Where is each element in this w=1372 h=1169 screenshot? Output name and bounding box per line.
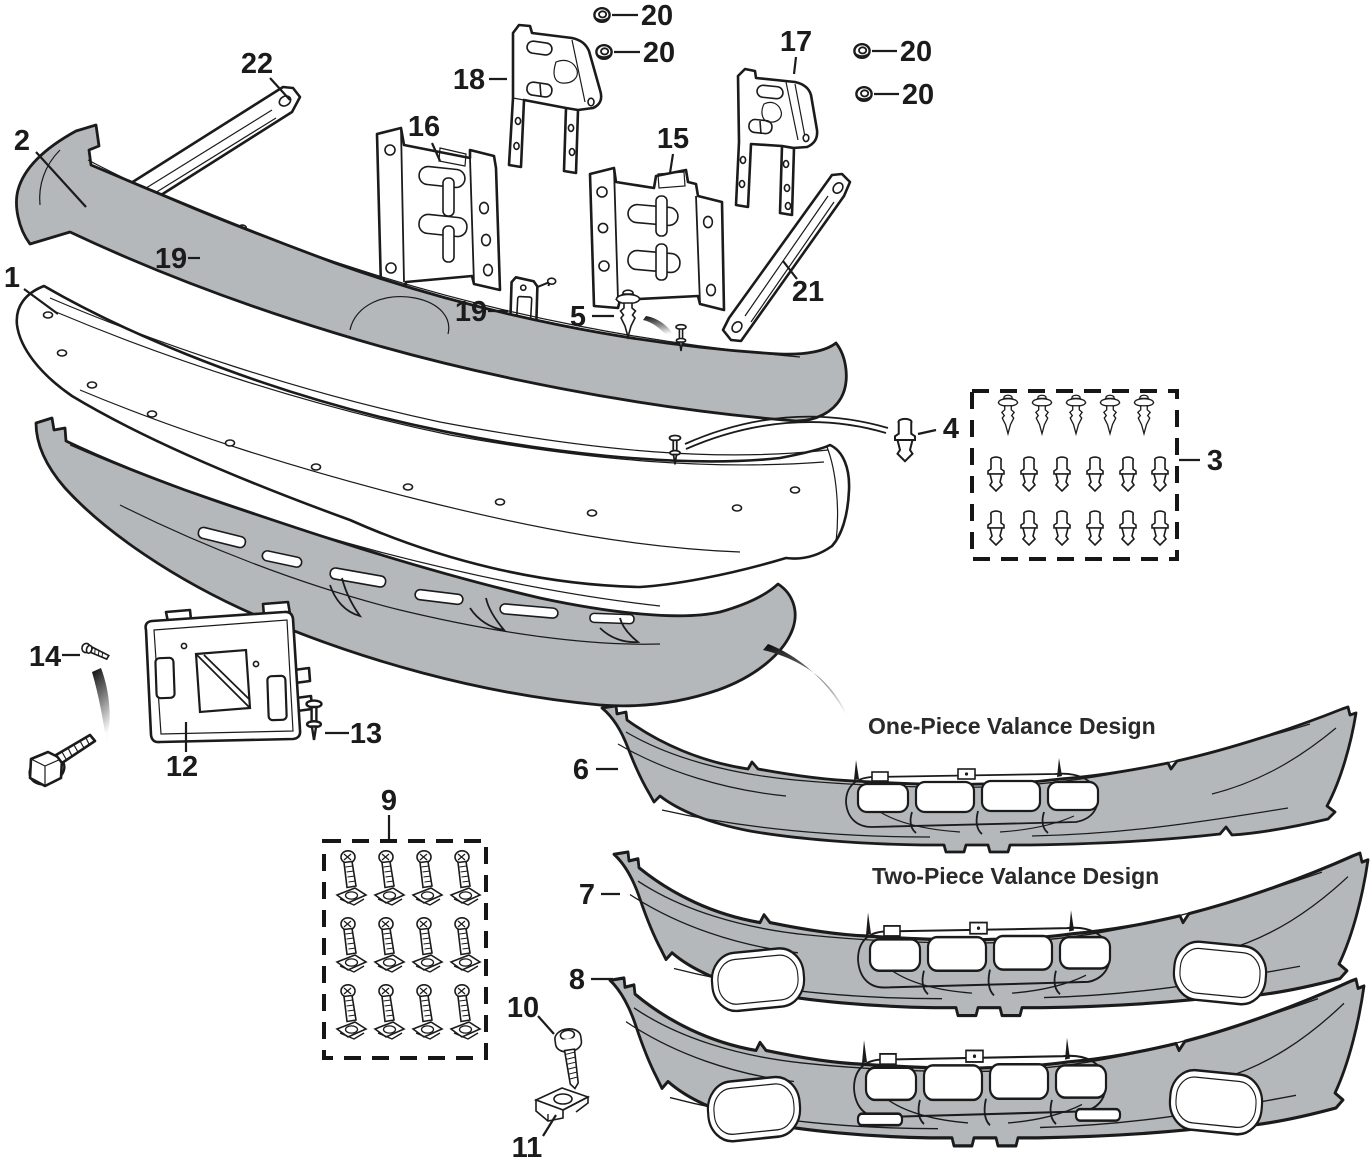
arrow-5 (643, 316, 673, 337)
callout-8: 8 (569, 964, 585, 996)
callout-4: 4 (943, 413, 959, 445)
callout-16: 16 (408, 111, 440, 143)
callout-17: 17 (780, 26, 812, 58)
callout-20-a: 20 (641, 0, 673, 32)
sweep-line-4 (684, 415, 889, 450)
bumper-face-bar-1 (15, 284, 851, 589)
callout-6: 6 (573, 754, 589, 786)
callout-7: 7 (579, 879, 595, 911)
flange-nut-20-a (593, 6, 611, 23)
u-clip-nut-11 (535, 1087, 589, 1122)
callout-22: 22 (241, 48, 273, 80)
callout-1: 1 (4, 262, 20, 294)
screw-14 (81, 642, 110, 661)
push-rivet-4 (894, 417, 916, 463)
bracket-17 (734, 67, 819, 217)
push-pin-5 (615, 289, 641, 338)
two-piece-valance-label: Two-Piece Valance Design (872, 863, 1159, 889)
one-piece-valance-label: One-Piece Valance Design (868, 713, 1156, 739)
callout-19-b: 19 (455, 296, 487, 328)
callout-14: 14 (29, 641, 61, 673)
callout-2: 2 (14, 125, 30, 157)
fastener-kit-3 (970, 389, 1179, 561)
callout-5: 5 (570, 301, 586, 333)
callout-3: 3 (1207, 445, 1223, 477)
leader-lines (23, 13, 1200, 1137)
arrow-one-piece (763, 644, 852, 728)
flange-nut-20-d (855, 85, 873, 103)
callout-20-b: 20 (643, 37, 675, 69)
bolt-clip-kit-9 (322, 839, 488, 1060)
callout-15: 15 (657, 123, 689, 155)
brace-right-21 (721, 172, 852, 343)
callout-19-a: 19 (155, 243, 187, 275)
bolt-14-large (28, 733, 97, 788)
callout-9: 9 (381, 785, 397, 817)
bracket-18 (507, 23, 603, 175)
bolt-10 (552, 1026, 589, 1092)
flange-nut-20-c (853, 43, 871, 59)
callout-21: 21 (792, 276, 824, 308)
attached-valance (34, 416, 797, 708)
two-piece-valance-8 (608, 976, 1366, 1148)
callout-12: 12 (166, 751, 198, 783)
callout-20-c: 20 (900, 36, 932, 68)
bracket-16 (375, 126, 502, 292)
flange-nut-20-b (595, 44, 613, 60)
callout-20-d: 20 (902, 79, 934, 111)
callout-13: 13 (350, 718, 382, 750)
push-pin-13 (305, 699, 323, 742)
arrow-14 (92, 668, 110, 744)
bumper-top-pad-2 (15, 123, 848, 423)
face-bar-holes (42, 311, 801, 517)
bracket-15 (588, 166, 726, 312)
callout-18: 18 (453, 64, 485, 96)
callout-10: 10 (507, 992, 539, 1024)
callout-11: 11 (512, 1132, 543, 1164)
license-plate-bracket-12 (144, 600, 314, 744)
